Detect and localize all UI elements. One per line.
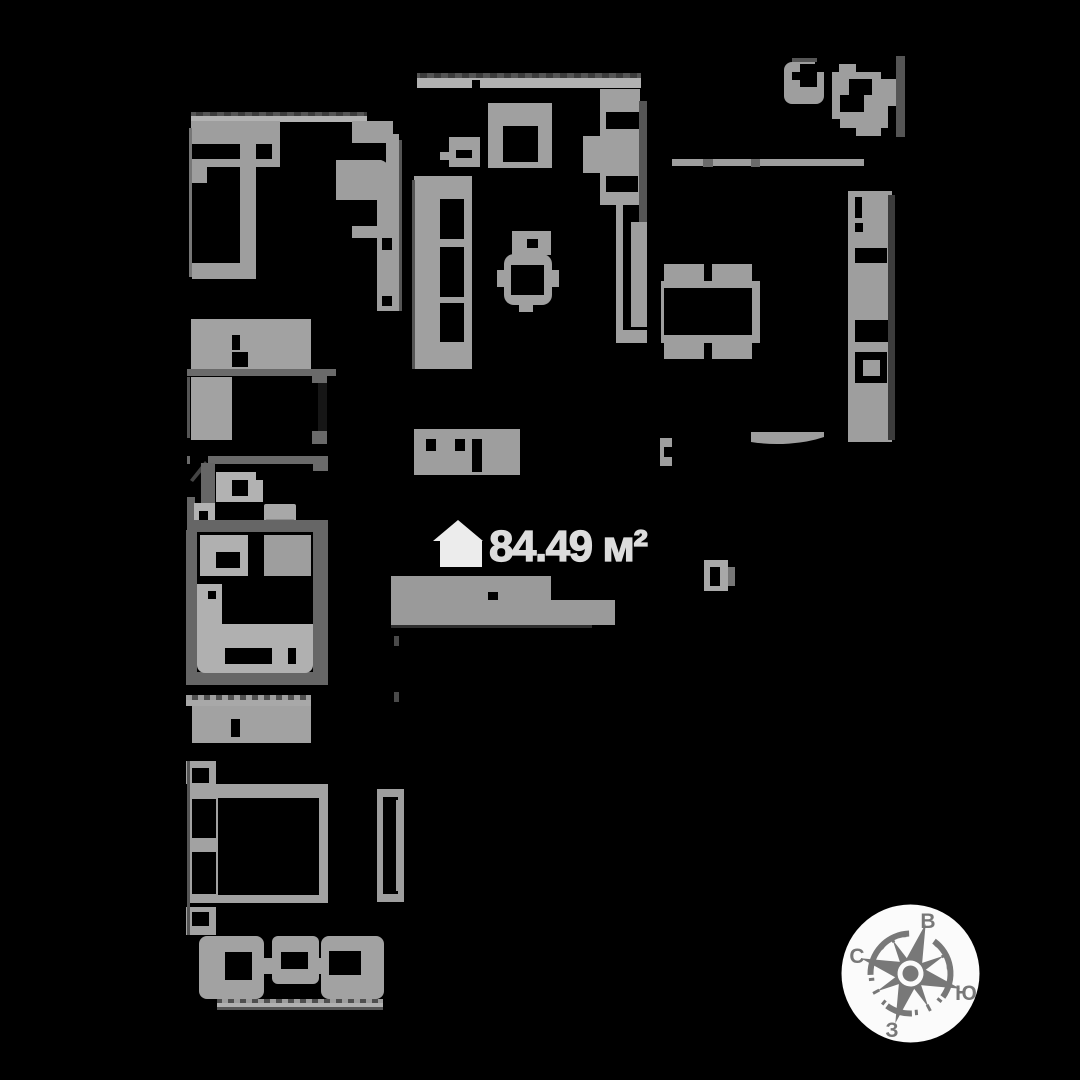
svg-text:84.49 м²: 84.49 м²	[489, 522, 647, 571]
svg-text:В: В	[920, 910, 935, 933]
svg-text:Ю: Ю	[955, 982, 977, 1005]
svg-text:С: С	[849, 945, 864, 968]
svg-text:З: З	[885, 1019, 898, 1042]
